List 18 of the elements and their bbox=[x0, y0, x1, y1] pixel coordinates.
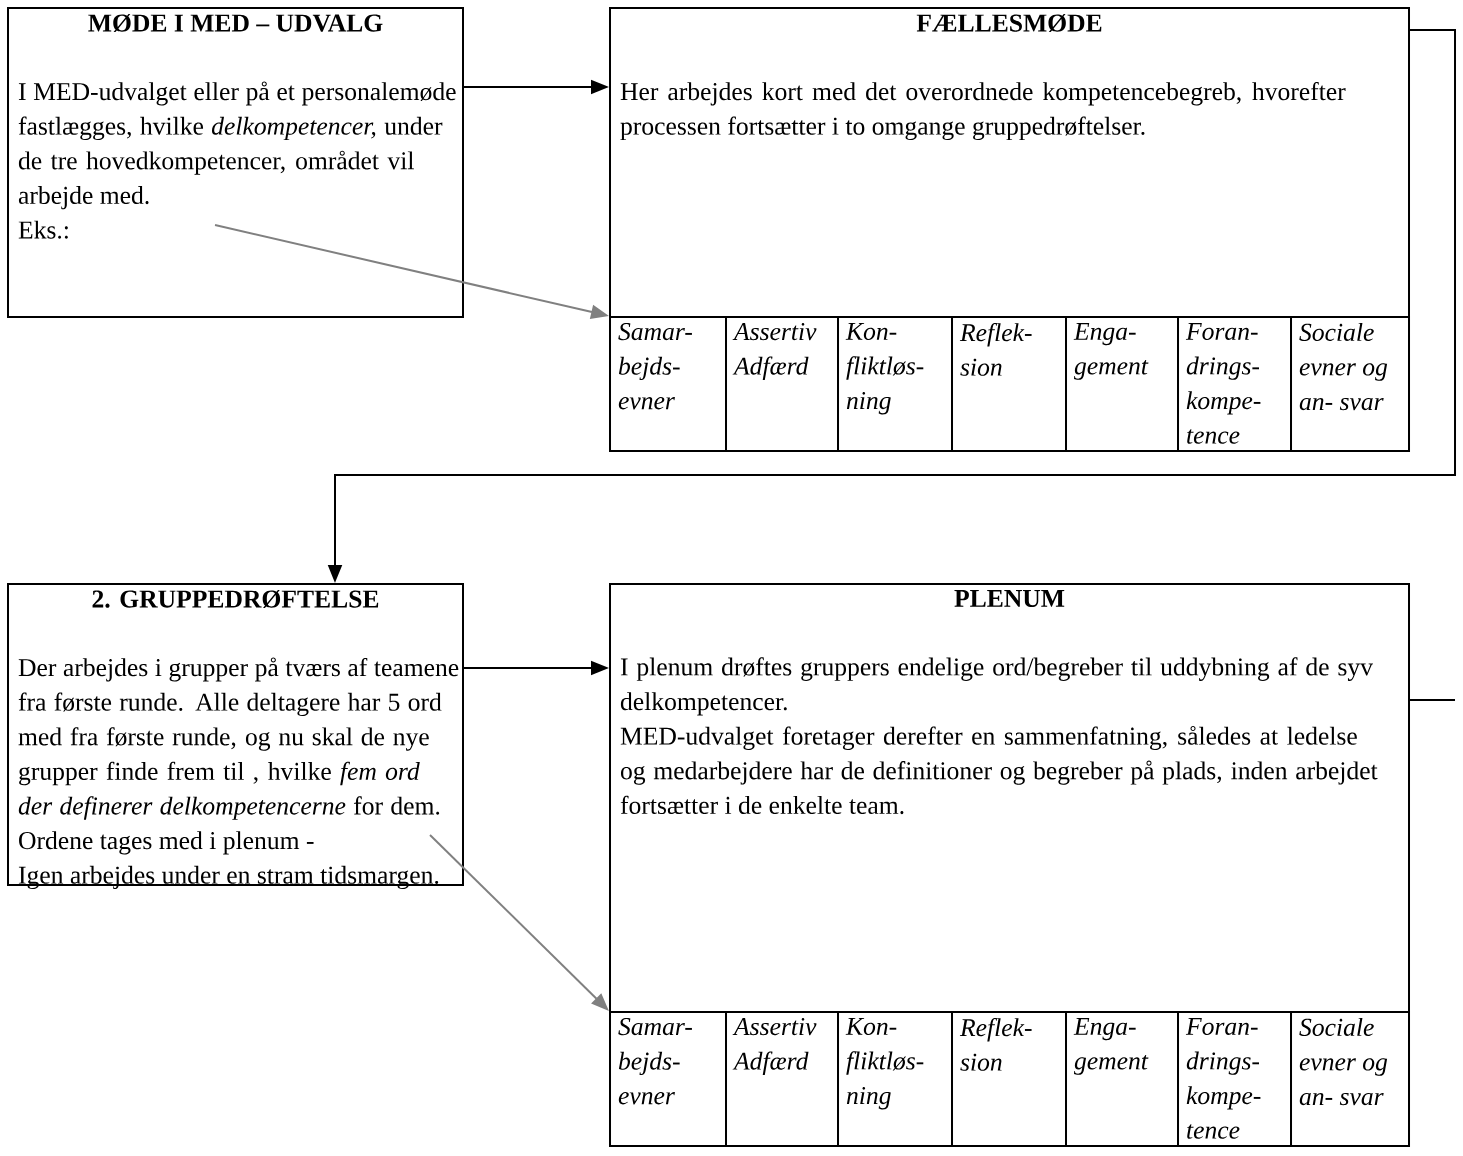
table-cell: Sociale evner og an- svar bbox=[1290, 1011, 1410, 1147]
table-cell: Enga- gement bbox=[1065, 316, 1179, 452]
connector-line bbox=[1409, 699, 1456, 701]
table-cell: Foran- drings- kompe- tence bbox=[1177, 316, 1292, 452]
text-box: 2. GRUPPEDRØFTELSE Der arbejdes i grupper på tværs af teamene fra første runde. Alle deltagere har 5 ord med fra første runde, og nu skal de nye grupper finde frem til , hvilke fem ord der definerer delkompetencerne for dem. Ordene tages med i plenum - Igen arbejdes under en stram tidsmargen. bbox=[7, 583, 464, 890]
table-cell: Kon- fliktløs- ning bbox=[837, 316, 953, 452]
table-cell: Assertiv Adfærd bbox=[725, 316, 839, 452]
text-box: MØDE I MED – UDVALG I MED-udvalget eller på et personalemøde fastlægges, hvilke delkompetencer, under de tre hovedkompetencer, området vil arbejde med. Eks.: bbox=[7, 7, 464, 318]
table-cell: Reflek- sion bbox=[951, 1011, 1067, 1147]
table-cell: Samar- bejds- evner bbox=[609, 316, 727, 452]
arrow bbox=[429, 834, 609, 1011]
table-cell: Enga- gement bbox=[1065, 1011, 1179, 1147]
table-cell: Foran- drings- kompe- tence bbox=[1177, 1011, 1292, 1147]
table-cell: Sociale evner og an- svar bbox=[1290, 316, 1410, 452]
table-cell: Reflek- sion bbox=[951, 316, 1067, 452]
table-cell: Samar- bejds- evner bbox=[609, 1011, 727, 1147]
table-cell: Assertiv Adfærd bbox=[725, 1011, 839, 1147]
table-cell: Kon- fliktløs- ning bbox=[837, 1011, 953, 1147]
